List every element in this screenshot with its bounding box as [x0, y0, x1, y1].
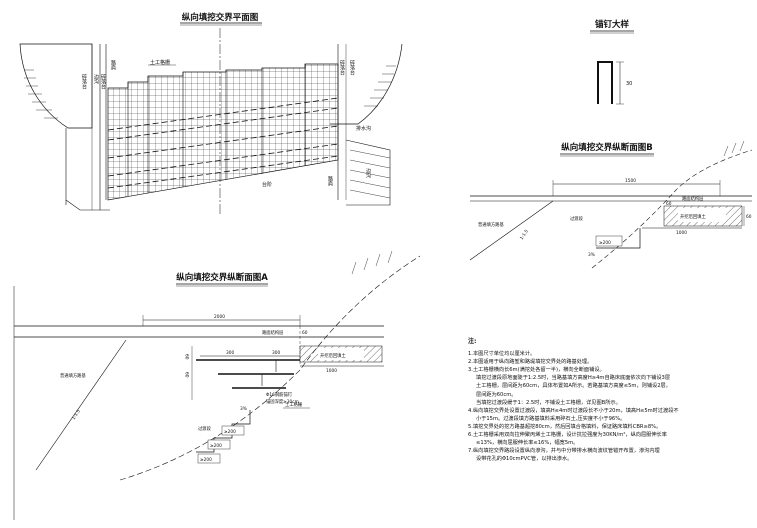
nail-detail: 锚钉大样 30 [590, 19, 634, 105]
note-line: ≤13%，横向屈服伸长率≤16%，幅宽5m。 [476, 440, 579, 447]
plan-step-label: 台阶 [262, 181, 272, 188]
section-b-pct: 3% [588, 252, 595, 258]
plan-geogrid-label: 土工格栅 [150, 59, 170, 66]
section-b-dim-small: 60 [666, 201, 672, 207]
note-line: 6.土工格栅采用双向拉伸聚丙烯土工格栅，设计抗拉强度为30KN/m²，纵向屈服伸… [468, 432, 667, 439]
plan-left-road: 路肩 [110, 59, 116, 71]
section-a-step-2: ≥200 [210, 443, 222, 449]
section-a-dim-300-1: 300 [226, 350, 234, 356]
section-b-title: 纵向填挖交界纵断面图B [561, 142, 652, 153]
note-line: 1.本图尺寸单位均以厘米计。 [468, 351, 536, 358]
plan-title: 纵向填挖交界平面图 [182, 12, 259, 23]
section-a-anchor: Φ16钢筋锚钉 [266, 391, 293, 398]
section-a-slope: 1:1.5 [71, 408, 82, 421]
section-a-fill: 普通填方路基 [60, 372, 86, 379]
section-b-backfill: 开挖后回填土 [680, 213, 706, 220]
plan-left-label-3: 碎落台 [100, 73, 106, 90]
notes-panel: 注: 1.本图尺寸单位均以厘米计。 2.本图适用于纵向路堑和路堤填挖交界处的路基… [468, 338, 750, 463]
section-b-step: ≥200 [599, 240, 611, 246]
section-a: 纵向填挖交界纵断面图A 路面结构层 2000 60 60 60 300 300 … [13, 250, 421, 520]
plan-side-ditch: 边沟 [365, 167, 371, 179]
section-a-geogrid: 土工格栅 [285, 401, 303, 408]
plan-right-road: 路肩 [327, 175, 333, 187]
section-a-left-v2: 60 [184, 372, 190, 378]
plan-view: 纵向填挖交界平面图 [19, 12, 403, 216]
note-line: 层间距为60cm。 [476, 391, 517, 398]
plan-drain-label: 排水沟 [356, 125, 371, 132]
section-a-step-1: ≥200 [224, 429, 236, 435]
nail-title: 锚钉大样 [595, 19, 630, 30]
section-a-dim-1000: 1000 [326, 368, 337, 374]
section-a-anchor-depth: 锚固深度≥30cm [266, 398, 299, 405]
plan-left-label-1: 碎落台 [81, 73, 87, 90]
section-b-pavement: 路面结构层 [682, 195, 704, 202]
note-line: 4.纵向填挖交界处设置过渡段，填高H≤4m时过渡段长不小于20m，填高H≤5m时… [468, 407, 679, 414]
section-a-dim-300-2: 300 [272, 350, 280, 356]
section-a-dim-top: 2000 [214, 314, 225, 320]
section-b-slope: 1:1.5 [519, 228, 530, 241]
nail-dim: 30 [626, 81, 632, 87]
section-a-title: 纵向填挖交界纵断面图A [176, 272, 268, 283]
note-line: 当填挖过渡段缓于1：2.5时，不铺设土工格栅，详见图B所示。 [476, 399, 621, 406]
notes-heading: 注: [468, 338, 477, 345]
section-b-fill: 普通填方路基 [478, 221, 504, 228]
section-a-backfill: 开挖后回填土 [320, 352, 346, 359]
section-a-transition: 过渡段 [198, 425, 212, 432]
section-b-dim-top: 1500 [625, 178, 636, 184]
section-a-dim-small: 60 [302, 330, 308, 336]
note-line: 3.土工格栅横向长6m(满挖处各留一半)，横向全断面铺设。 [468, 367, 605, 374]
note-line: 填挖过渡段原地面陡于1:2.5时，当路基填方高度H≥4m自路床底面依次向下铺设3… [476, 375, 671, 382]
plan-left-label-2: 边沟 [93, 73, 99, 85]
note-line: 5.填挖交界处的挖方路基超挖80cm，然后回填合格填料，保证路床填料CBR≥8%… [468, 423, 662, 430]
section-a-step-3: ≥200 [200, 457, 212, 463]
section-b: 纵向填挖交界纵断面图B 1500 路面结构层 60 开挖后回填土 60 1:1.… [469, 140, 753, 269]
section-a-left-v: 60 [184, 354, 190, 360]
section-b-dim-bottom: 1000 [676, 230, 687, 236]
section-b-dim-side: 60 [746, 214, 752, 220]
note-line: 小于15m。过渡段填方路基填料采用碎石土,压实度不小于96%。 [476, 415, 626, 422]
plan-right-label-1: 碎落台 [339, 59, 345, 76]
section-a-pct: 3% [240, 406, 247, 412]
note-line: 2.本图适用于纵向路堑和路堤填挖交界处的路基处理。 [468, 359, 593, 366]
note-line: 土工格栅，层间距为60cm，具体布置如A所示。若路基填方高度≤5m，则铺设2层， [476, 383, 671, 390]
section-a-pavement: 路面结构层 [262, 329, 284, 336]
plan-right-label-2: 碎落台 [349, 59, 355, 76]
note-line: 设带花孔的Φ10cmPVC管，以排出渗水。 [476, 456, 573, 463]
section-b-transition: 过渡段 [570, 215, 584, 222]
note-line: 7.纵向填挖交界路段设置纵向渗沟，并与中分带排水横向波纹管错开布置，渗沟内埋 [468, 448, 660, 455]
